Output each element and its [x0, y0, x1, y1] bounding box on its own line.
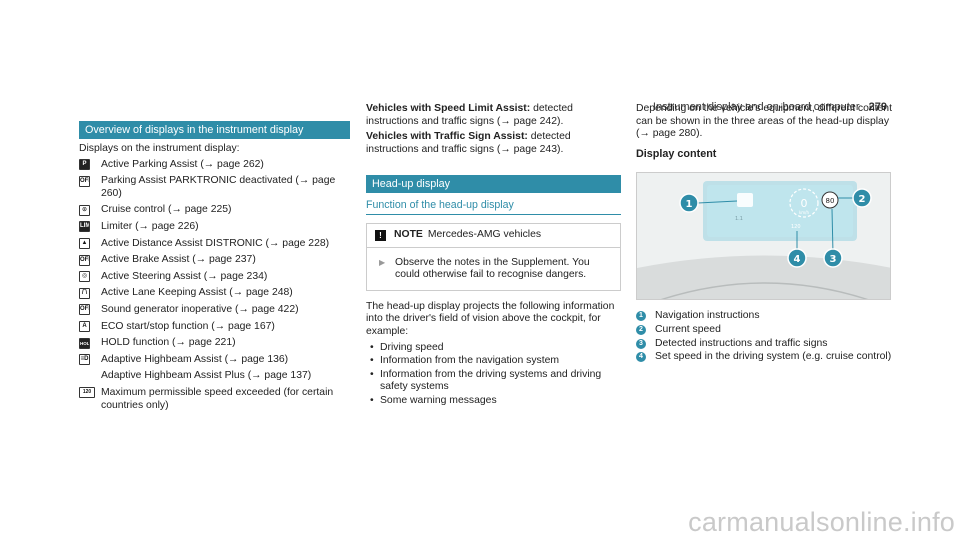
legend-text: Current speed: [655, 323, 721, 335]
list-item: OFF Active Brake Assist (→ page 237): [79, 254, 350, 267]
steering-assist-icon: ◎: [79, 271, 90, 283]
list-item-text: Active Distance Assist DISTRONIC (→ page…: [101, 237, 330, 249]
callout-number: 1: [636, 311, 646, 322]
note-header: ! NOTE Mercedes-AMG vehicles: [367, 224, 620, 248]
legend-text: Detected instructions and traffic signs: [655, 337, 828, 349]
highbeam-assist-icon: ≡D: [79, 354, 90, 366]
lane-keeping-icon: /‾\: [79, 287, 90, 299]
set-speed-value: 120: [791, 224, 801, 230]
list-item: /‾\ Active Lane Keeping Assist (→ page 2…: [79, 287, 350, 300]
list-item-text: Active Parking Assist (→ page 262): [101, 158, 264, 170]
parking-assist-icon: P: [79, 159, 90, 171]
callout-number: 2: [636, 324, 646, 335]
legend-item: 2 Current speed: [636, 324, 892, 337]
svg-text:1.1: 1.1: [735, 216, 743, 222]
list-item: LIM Limiter (→ page 226): [79, 221, 350, 234]
speed-unit: km/h: [799, 210, 810, 215]
list-item-text: Active Steering Assist (→ page 234): [101, 270, 268, 282]
list-item-text: Sound generator inoperative (→ page 422): [101, 303, 299, 315]
list-item: OFF Parking Assist PARKTRONIC deactivate…: [79, 175, 350, 200]
list-item: A ECO start/stop function (→ page 167): [79, 321, 350, 334]
legend-item: 1 Navigation instructions: [636, 310, 892, 323]
column-head-up: Vehicles with Speed Limit Assist: detect…: [366, 103, 621, 409]
parktronic-off-icon: OFF: [79, 175, 90, 187]
list-item: Information from the driving systems and…: [366, 369, 621, 394]
eco-start-stop-icon: A: [79, 321, 90, 333]
svg-text:3: 3: [830, 254, 837, 265]
list-item: Driving speed: [366, 342, 621, 355]
brake-assist-icon: OFF: [79, 254, 90, 266]
note-body: ▶ Observe the notes in the Supplement. Y…: [367, 248, 620, 290]
column-display-content: Depending on the vehicle's equipment, di…: [636, 103, 892, 365]
traffic-sign-assist-paragraph: Vehicles with Traffic Sign Assist: detec…: [366, 131, 621, 156]
speed-value: 0: [801, 197, 808, 210]
speed-limit-assist-label: Vehicles with Speed Limit Assist:: [366, 103, 531, 114]
watermark: carmanualsonline.info: [688, 507, 955, 533]
list-item: ◎ Active Steering Assist (→ page 234): [79, 271, 350, 284]
list-item: P Active Parking Assist (→ page 262): [79, 159, 350, 172]
speed-limit-assist-paragraph: Vehicles with Speed Limit Assist: detect…: [366, 103, 621, 128]
traffic-sign-assist-label: Vehicles with Traffic Sign Assist:: [366, 131, 528, 143]
max-speed-icon: 120: [79, 387, 95, 399]
list-item: OFF Sound generator inoperative (→ page …: [79, 304, 350, 317]
note-label: NOTE: [394, 228, 423, 240]
list-item-text: Limiter (→ page 226): [101, 220, 199, 232]
list-item-text: Parking Assist PARKTRONIC deactivated (→…: [101, 175, 336, 199]
note-box: ! NOTE Mercedes-AMG vehicles ▶ Observe t…: [366, 222, 621, 291]
page-header: Instrument display and on-board computer…: [653, 101, 887, 114]
list-item: ⊙ Cruise control (→ page 225): [79, 204, 350, 217]
list-item: ▲ Active Distance Assist DISTRONIC (→ pa…: [79, 238, 350, 251]
sound-generator-off-icon: OFF: [79, 304, 90, 316]
list-item-text: Active Lane Keeping Assist (→ page 248): [101, 287, 293, 299]
list-item-text: ECO start/stop function (→ page 167): [101, 320, 275, 332]
subhead-function: Function of the head-up display: [366, 199, 621, 215]
note-text: Observe the notes in the Supplement. You…: [395, 256, 590, 281]
list-item-text: HOLD function (→ page 221): [101, 337, 236, 349]
list-item: Some warning messages: [366, 395, 621, 408]
head-up-figure: 1.1 0 km/h 80 120 1 2 3 4: [636, 172, 891, 301]
list-item: Information from the navigation system: [366, 355, 621, 368]
list-item: ≡D Adaptive Highbeam Assist (→ page 136): [79, 354, 350, 367]
legend-text: Navigation instructions: [655, 310, 760, 322]
svg-text:4: 4: [794, 254, 801, 265]
head-up-illustration: 1.1 0 km/h 80 120 1 2 3 4: [637, 173, 890, 300]
play-arrow-icon: ▶: [379, 257, 386, 267]
note-title: Mercedes-AMG vehicles: [427, 228, 542, 240]
svg-text:2: 2: [859, 194, 866, 205]
callout-number: 3: [636, 338, 646, 349]
exclamation-icon: !: [375, 229, 386, 241]
legend-text: Set speed in the driving system (e.g. cr…: [655, 351, 892, 363]
traffic-sign-assist-text: detected instructions and traffic signs …: [366, 131, 571, 155]
list-item: 120 Maximum permissible speed exceeded (…: [79, 387, 350, 412]
subhead-display-content: Display content: [636, 147, 717, 160]
hold-icon: HOLD: [79, 337, 90, 349]
limiter-icon: LIM: [79, 221, 90, 233]
svg-text:1: 1: [686, 199, 693, 210]
section-title-head-up: Head-up display: [366, 175, 621, 194]
legend-item: 4 Set speed in the driving system (e.g. …: [636, 351, 892, 364]
speed-limit-assist-text: detected instructions and traffic signs …: [366, 103, 573, 127]
section-title-overview: Overview of displays in the instrument d…: [79, 121, 350, 139]
head-up-bullets: Driving speed Information from the navig…: [366, 342, 621, 408]
list-item: Adaptive Highbeam Assist Plus (→ page 13…: [79, 370, 350, 383]
legend-item: 3 Detected instructions and traffic sign…: [636, 338, 892, 351]
display-content-intro: Depending on the vehicle's equipment, di…: [636, 103, 892, 140]
list-item-text: Active Brake Assist (→ page 237): [101, 254, 256, 266]
list-item-text: Adaptive Highbeam Assist (→ page 136): [101, 353, 289, 365]
page-number: 279: [868, 101, 887, 113]
overview-intro: Displays on the instrument display:: [79, 143, 240, 154]
list-item-text: Cruise control (→ page 225): [101, 204, 232, 216]
callout-number: 4: [636, 352, 646, 363]
header-title: Instrument display and on-board computer: [652, 101, 860, 113]
head-up-body: The head-up display projects the followi…: [366, 300, 615, 337]
list-item: HOLD HOLD function (→ page 221): [79, 337, 350, 350]
sign-value: 80: [826, 197, 835, 205]
column-overview: Overview of displays in the instrument d…: [79, 121, 350, 416]
list-item-text: Adaptive Highbeam Assist Plus (→ page 13…: [101, 370, 312, 382]
list-item-text: Maximum permissible speed exceeded (for …: [101, 386, 334, 411]
cruise-control-icon: ⊙: [79, 204, 90, 216]
distronic-icon: ▲: [79, 238, 90, 250]
